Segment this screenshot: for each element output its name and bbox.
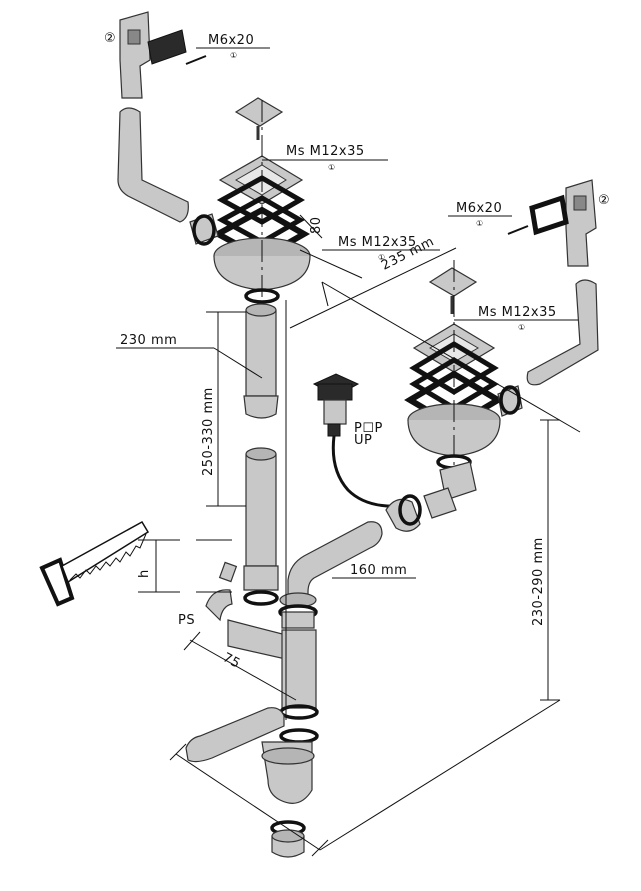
top-strainer-assembly: [189, 97, 311, 304]
screw-right-label: M6x20: [456, 201, 502, 216]
bracket-right-number: ②: [598, 193, 610, 208]
bracket-left-number: ②: [104, 31, 116, 46]
bolt-mid-qty: ①: [378, 253, 385, 262]
popup-waste-assembly: [312, 373, 457, 532]
branch-pipe-assembly: [278, 521, 383, 629]
right-bracket-assembly: [507, 179, 599, 386]
bolt-right-qty: ①: [518, 323, 525, 332]
left-bracket-assembly: [117, 11, 207, 223]
dim-230-label: 230 mm: [120, 333, 177, 348]
bolt-top-qty: ①: [328, 163, 335, 172]
popup-label-line2: UP: [354, 433, 372, 448]
screw-left-qty: ①: [230, 51, 237, 60]
dim-230-290-label: 230-290 mm: [531, 537, 546, 626]
stand-pipe-assembly: [243, 303, 279, 606]
dimension-lines: [116, 47, 581, 857]
trap-assembly: [185, 561, 319, 858]
dim-h-label: h: [137, 569, 152, 578]
screw-left-label: M6x20: [208, 33, 254, 48]
height-80-label: 80: [309, 216, 324, 234]
dim-160-label: 160 mm: [350, 563, 407, 578]
bolt-right-label: Ms M12x35: [478, 305, 557, 320]
saw-icon: [39, 520, 150, 607]
right-strainer-assembly: [404, 267, 523, 501]
bolt-top-label: Ms M12x35: [286, 144, 365, 159]
ps-label: PS: [178, 613, 195, 628]
dim-250-330-label: 250-330 mm: [201, 387, 216, 476]
screw-right-qty: ①: [476, 219, 483, 228]
dim-75-label: 75: [220, 650, 243, 671]
bolt-mid-label: Ms M12x35: [338, 235, 417, 250]
popup-label-line1: P☐P: [354, 421, 383, 436]
